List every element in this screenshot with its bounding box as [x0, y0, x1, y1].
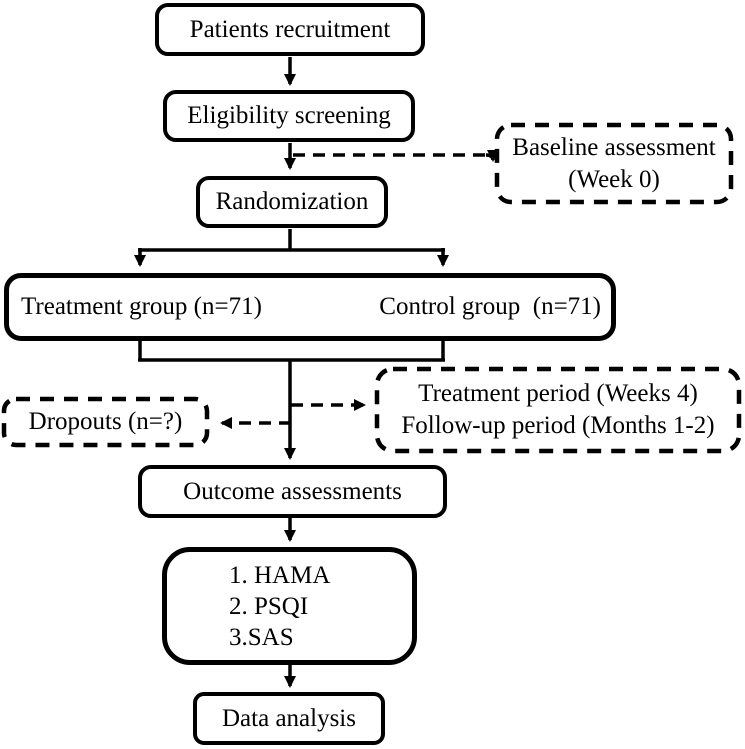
dashed-arrow-baseline-hook [485, 149, 499, 162]
baseline-assessment-box: Baseline assessment (Week 0) [497, 125, 731, 202]
outcome-assessments-box: Outcome assessments [138, 465, 447, 518]
outcome-measures-box: 1. HAMA 2. PSQI 3.SAS [162, 547, 417, 665]
dropouts-box: Dropouts (n=?) [4, 399, 207, 445]
data-analysis-box: Data analysis [193, 692, 385, 745]
patients-recruitment-box: Patients recruitment [155, 3, 425, 56]
control-group-label: Control group (n=71) [379, 293, 601, 321]
baseline-assessment-frame [494, 122, 734, 205]
baseline-assessment-line1: Baseline assessment [512, 133, 716, 161]
dropouts-label: Dropouts (n=?) [28, 408, 183, 435]
randomization-label: Randomization [215, 188, 369, 216]
period-line2: Follow-up period (Months 1-2) [401, 412, 715, 439]
eligibility-screening-box: Eligibility screening [163, 90, 415, 142]
measure-item-psqi: 2. PSQI [229, 592, 309, 620]
baseline-assessment-line2: (Week 0) [568, 165, 660, 193]
randomization-box: Randomization [196, 176, 388, 228]
period-box: Treatment period (Weeks 4) Follow-up per… [377, 369, 739, 451]
period-line1: Treatment period (Weeks 4) [418, 380, 698, 407]
eligibility-screening-label: Eligibility screening [187, 102, 391, 130]
data-analysis-label: Data analysis [222, 704, 356, 732]
measure-item-hama: 1. HAMA [229, 561, 331, 589]
outcome-assessments-label: Outcome assessments [183, 477, 402, 505]
outcome-measures-list: 1. HAMA 2. PSQI 3.SAS [167, 560, 330, 653]
measure-item-sas: 3.SAS [229, 623, 294, 651]
patients-recruitment-label: Patients recruitment [189, 15, 391, 43]
treatment-group-label: Treatment group (n=71) [21, 293, 262, 321]
groups-box: Treatment group (n=71) Control group (n=… [4, 273, 616, 341]
